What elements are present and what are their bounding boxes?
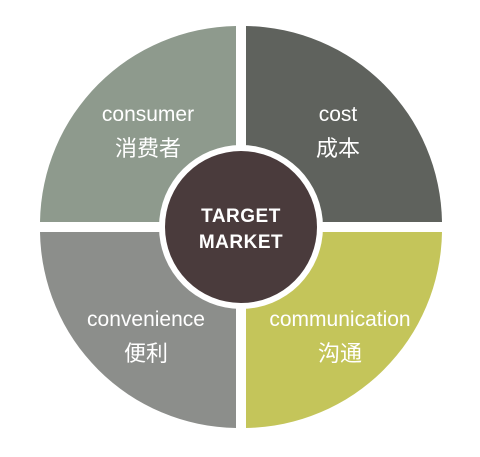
cost-label-zh: 成本 [316,137,360,162]
consumer-label-en: consumer [102,103,194,126]
convenience-label-en: convenience [87,308,205,331]
communication-label-zh: 沟通 [318,342,362,367]
cost-label-en: cost [319,103,358,126]
consumer-label-zh: 消费者 [115,137,181,162]
communication-label-en: communication [269,308,410,331]
convenience-label-zh: 便利 [124,342,168,367]
center-label-line1: TARGET [201,206,281,227]
center-label-line2: MARKET [199,232,283,253]
center-circle [165,151,317,303]
